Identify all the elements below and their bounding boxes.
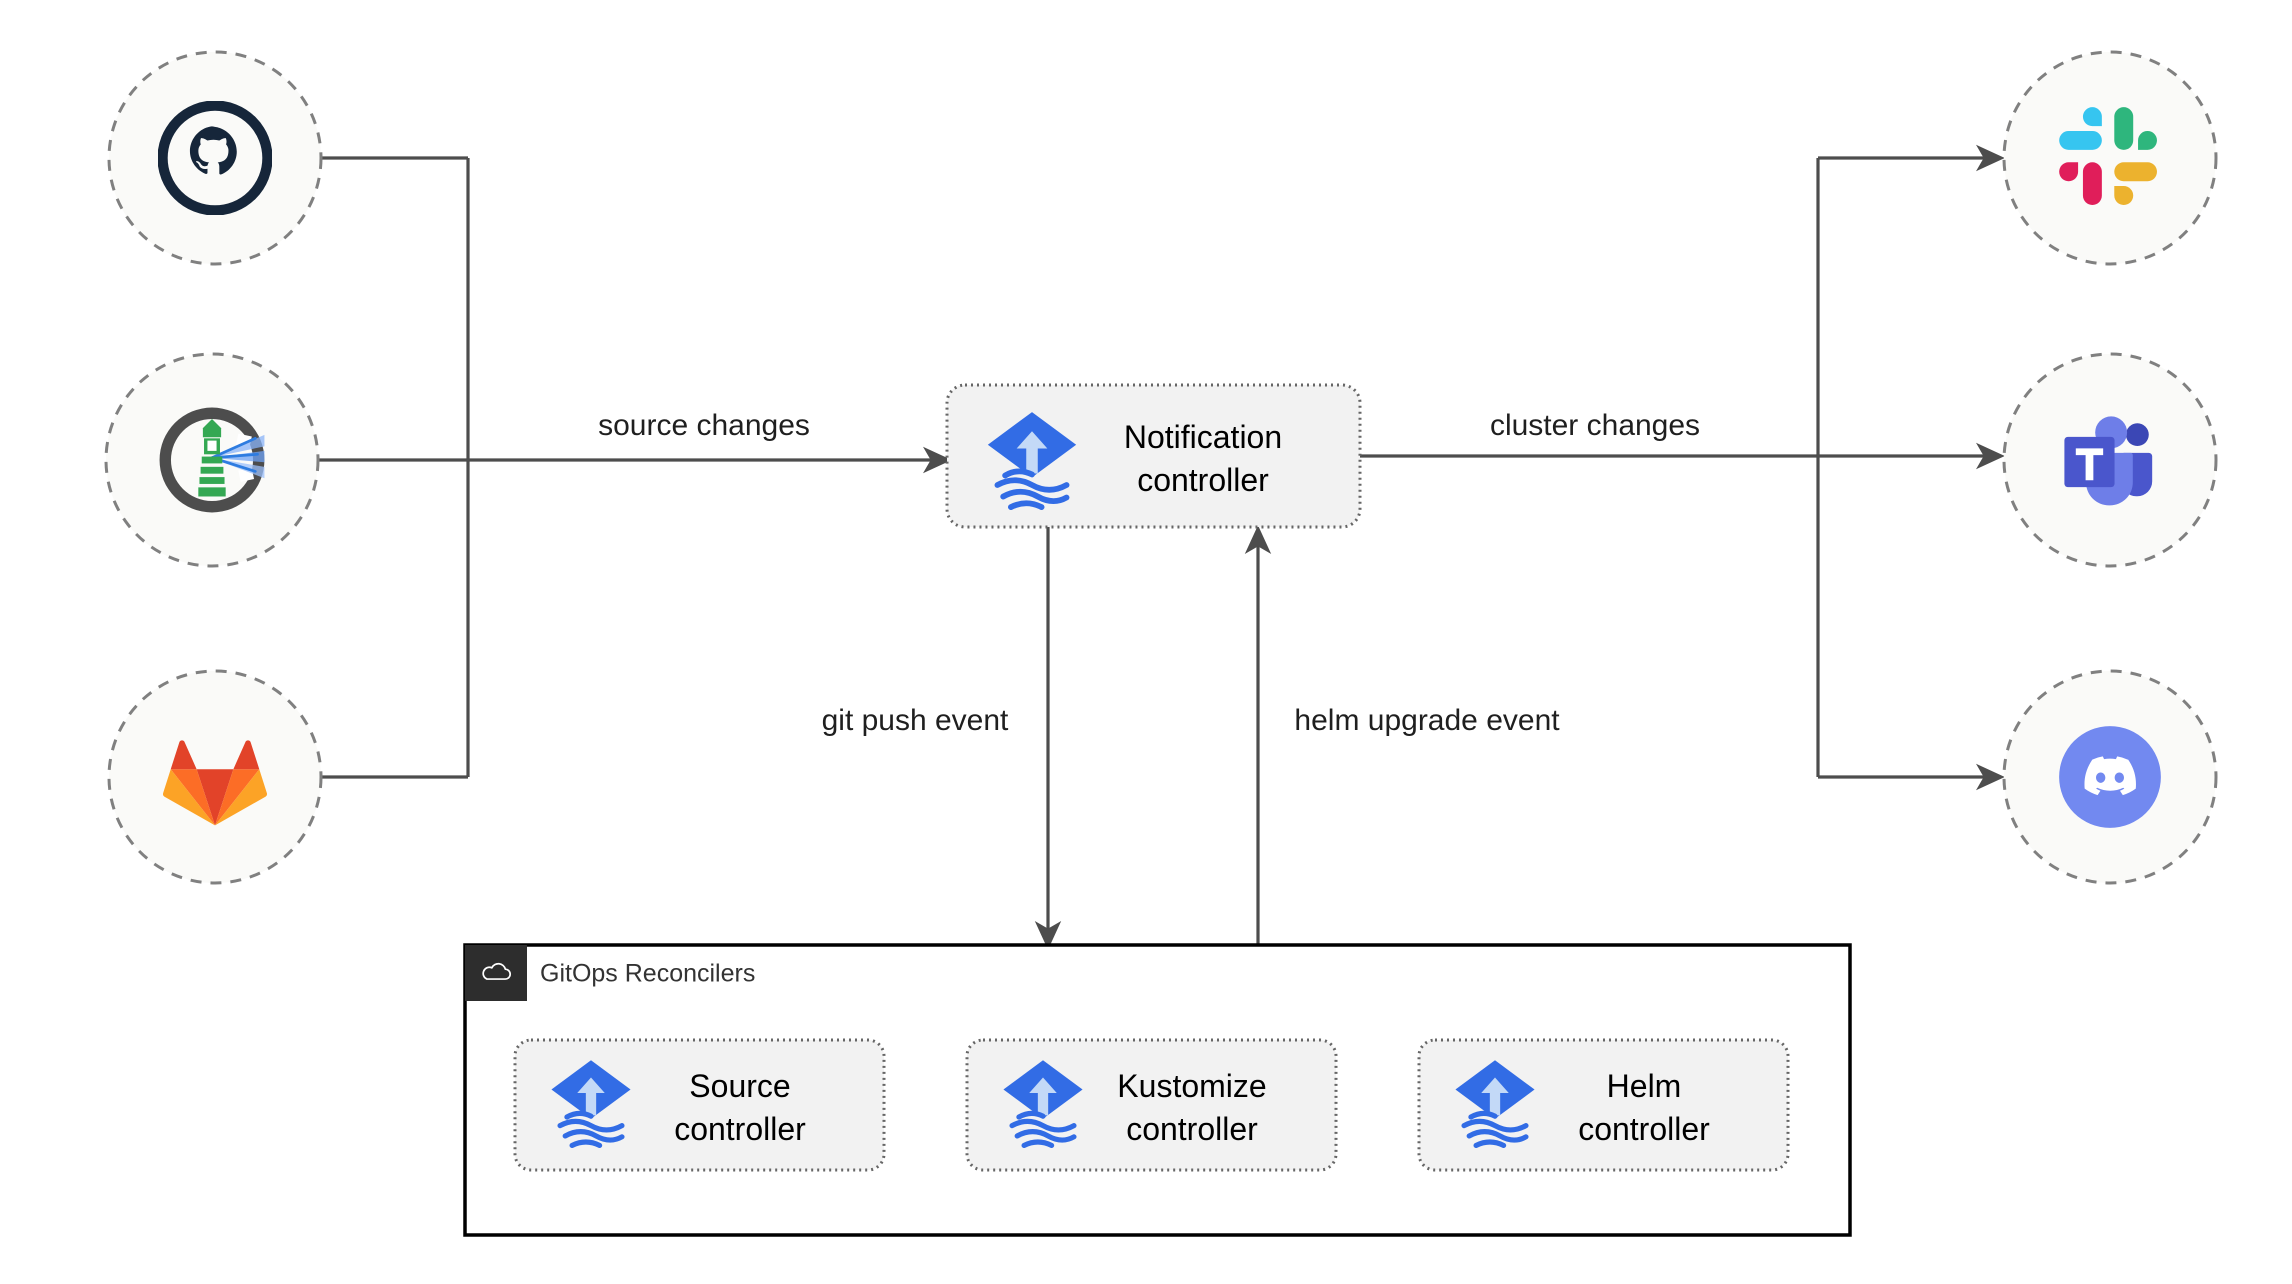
node-helm-controller[interactable]: Helm controller [1417, 1038, 1790, 1172]
destination-node-discord[interactable] [2002, 669, 2218, 885]
source-node-github[interactable] [107, 50, 323, 266]
node-kustomize-controller[interactable]: Kustomize controller [965, 1038, 1338, 1172]
gitops-reconcilers-group: GitOps Reconcilers Source controller Kus… [463, 943, 1852, 1237]
helm-controller-box [1417, 1038, 1790, 1172]
discord-icon [2059, 726, 2161, 828]
gitops-reconcilers-badge [465, 945, 527, 1001]
destination-node-slack[interactable] [2002, 50, 2218, 266]
source-controller-label-line1: Source [689, 1068, 790, 1104]
source-node-gitlab[interactable] [107, 669, 323, 885]
source-controller-label-line2: controller [674, 1111, 806, 1147]
destinations-group [2002, 50, 2218, 885]
edge-label-cluster-changes: cluster changes [1490, 409, 1700, 442]
edge-label-git-push-event: git push event [822, 704, 1009, 737]
sources-group [104, 50, 323, 885]
node-source-controller[interactable]: Source controller [513, 1038, 886, 1172]
helm-controller-label-line2: controller [1578, 1111, 1710, 1147]
gitops-reconcilers-title: GitOps Reconcilers [540, 960, 755, 988]
source-circle-github [107, 50, 323, 266]
edge-labels: source changes cluster changes git push … [598, 409, 1700, 737]
kustomize-controller-label-line2: controller [1126, 1111, 1258, 1147]
notification-controller-label-line2: controller [1137, 462, 1269, 498]
destination-circle-slack [2002, 50, 2218, 266]
edge-label-source-changes: source changes [598, 409, 810, 442]
helm-controller-label-line1: Helm [1607, 1068, 1682, 1104]
notification-controller-label-line1: Notification [1124, 419, 1282, 455]
source-controller-box [513, 1038, 886, 1172]
destination-node-teams[interactable] [2002, 352, 2218, 568]
kustomize-controller-label-line1: Kustomize [1117, 1068, 1266, 1104]
edge-label-helm-upgrade-event: helm upgrade event [1294, 704, 1560, 737]
source-node-harbor[interactable] [104, 352, 320, 568]
node-notification-controller[interactable]: Notification controller [945, 383, 1362, 529]
kustomize-controller-box [965, 1038, 1338, 1172]
